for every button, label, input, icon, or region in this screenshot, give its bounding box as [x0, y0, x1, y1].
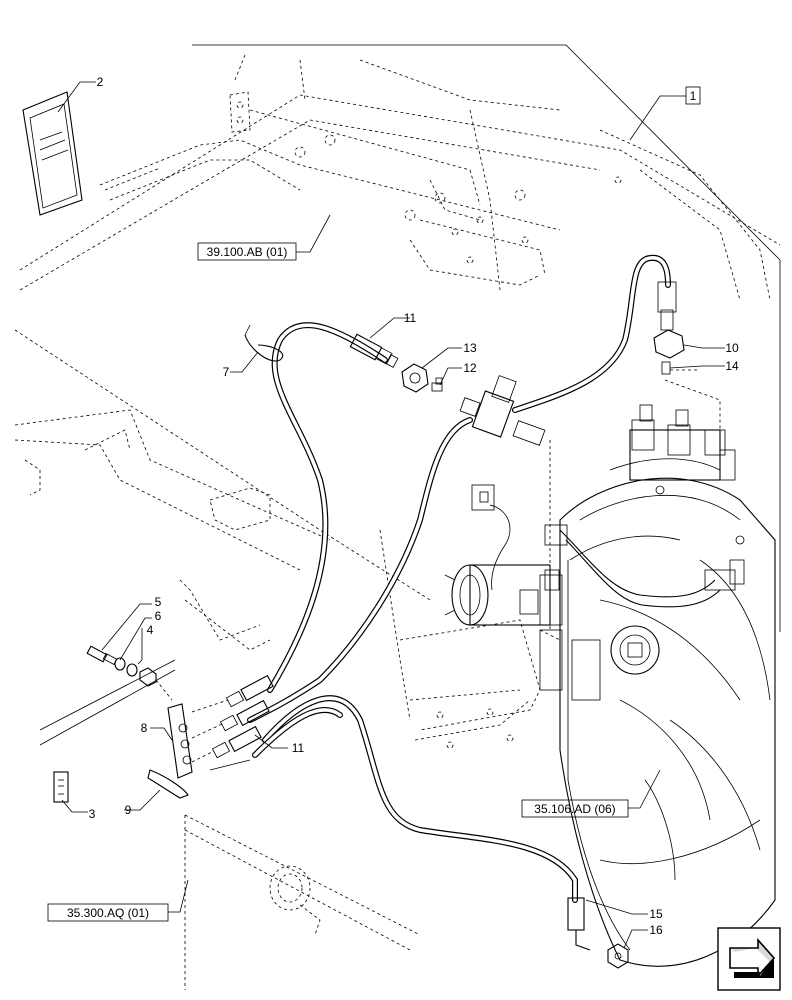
callout-10: 10 — [725, 341, 739, 355]
lower-frame-phantom — [14, 329, 721, 990]
callout-4: 4 — [147, 623, 154, 637]
callout-5: 5 — [155, 595, 162, 609]
callout-16: 16 — [649, 923, 663, 937]
next-page-arrow-icon[interactable] — [717, 927, 781, 991]
callout-14: 14 — [725, 359, 739, 373]
reference-box-39-100 — [197, 242, 297, 261]
callout-11-lower: 11 — [292, 741, 305, 755]
callout-2: 2 — [97, 75, 104, 89]
callout-1-box — [685, 86, 701, 105]
transmission-housing — [444, 404, 776, 967]
callout-3: 3 — [89, 807, 96, 821]
callout-1: 1 — [690, 89, 697, 103]
callout-9: 9 — [125, 803, 132, 817]
assembly-frame — [192, 44, 781, 632]
callout-11-upper: 11 — [404, 311, 417, 325]
reference-box-35-106 — [521, 799, 629, 818]
callout-13: 13 — [463, 341, 477, 355]
callout-labels: 1 2 3 4 5 6 7 8 9 10 11 11 12 13 14 15 1… — [89, 75, 739, 937]
callout-12: 12 — [463, 361, 477, 375]
bulkhead-bracket — [22, 91, 274, 803]
reference-35-300-aq: 35.300.AQ (01) — [67, 906, 149, 920]
upper-chassis-phantom — [19, 54, 781, 301]
reference-35-106-ad: 35.106.AD (06) — [534, 802, 615, 816]
reference-39-100-ab: 39.100.AB (01) — [207, 245, 288, 259]
fittings — [349, 281, 685, 969]
callout-15: 15 — [649, 907, 663, 921]
callout-8: 8 — [141, 721, 148, 735]
callout-7: 7 — [223, 365, 230, 379]
hydraulic-hoses — [244, 254, 671, 903]
reference-box-35-300 — [47, 903, 169, 922]
reference-labels: 39.100.AB (01) 35.106.AD (06) 35.300.AQ … — [47, 242, 629, 922]
leader-lines — [57, 81, 725, 949]
callout-6: 6 — [155, 609, 162, 623]
